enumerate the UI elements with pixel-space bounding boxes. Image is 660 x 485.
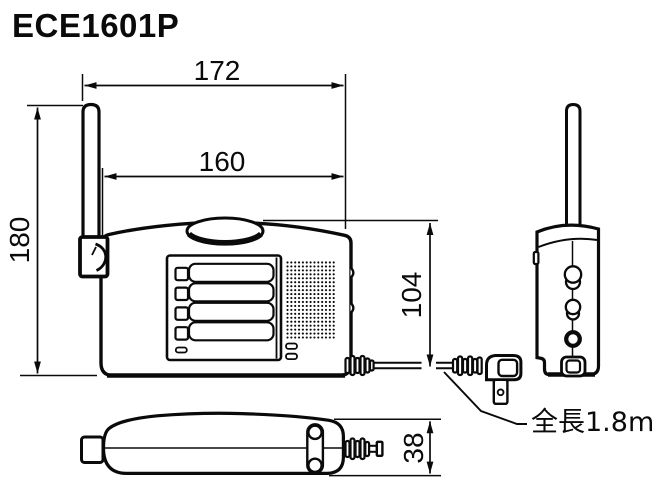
call-button-row (174, 301, 275, 322)
dim-body-width: 160 (101, 146, 344, 236)
handset-antenna-tip (80, 435, 105, 464)
indicator-slot (285, 342, 298, 350)
handset-cord-plug (369, 440, 384, 457)
call-button-panel (165, 254, 283, 362)
handset-strain-relief (344, 437, 371, 461)
carry-handle-rim (187, 231, 263, 246)
antenna-pivot (94, 242, 108, 272)
side-knob (563, 265, 583, 284)
prong-hole (496, 388, 505, 397)
side-switch (532, 250, 540, 266)
plug-strain-relief (451, 355, 483, 377)
cord-length-label: 全長1.8m (531, 407, 654, 438)
dim-overall-height-label: 180 (4, 217, 35, 264)
dim-handset-thickness-label: 38 (398, 432, 429, 463)
speaker-grille (286, 261, 335, 339)
antenna-base (78, 235, 110, 279)
call-button-row (174, 321, 275, 342)
side-connector-inner (565, 359, 582, 374)
handset-body (101, 411, 345, 475)
dim-body-height-label: 104 (396, 272, 427, 319)
antenna (81, 102, 101, 242)
side-switch (349, 266, 355, 279)
plug-body (485, 354, 523, 382)
dim-body-height: 104 (263, 219, 438, 367)
ac-plug (451, 354, 523, 405)
side-knob (564, 298, 582, 316)
side-antenna (565, 102, 582, 232)
indicator-slot (285, 352, 298, 361)
belt-clip (306, 423, 325, 475)
plug-blade-housing (497, 358, 519, 378)
antenna-pivot-line (91, 246, 97, 256)
dim-overall-width: 172 (81, 55, 347, 229)
dim-handset-thickness: 38 (329, 418, 441, 477)
strain-relief (344, 354, 375, 377)
side-cap-line (538, 237, 598, 248)
dim-overall-height: 180 (4, 104, 97, 377)
front-view (78, 102, 453, 378)
side-body (535, 223, 601, 377)
call-button-row (174, 282, 275, 303)
cord-length-note: 全長1.8m (443, 371, 654, 438)
power-cord (374, 361, 453, 370)
page-title: ECE1601P (12, 7, 179, 44)
dim-overall-width-label: 172 (194, 55, 241, 86)
call-button-row (174, 262, 275, 283)
indicator-slot (174, 346, 188, 354)
dim-body-width-label: 160 (199, 146, 246, 177)
side-view (532, 102, 601, 378)
handset-top-view (80, 411, 384, 475)
side-jack (564, 330, 582, 348)
leader-line (443, 371, 527, 425)
side-switch (349, 301, 355, 315)
